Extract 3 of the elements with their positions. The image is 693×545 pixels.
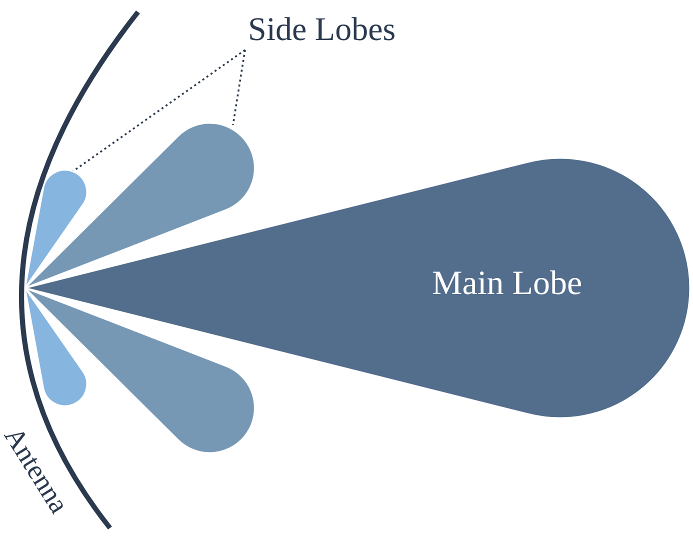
lobe-label: Main Lobe — [432, 265, 582, 303]
callout-label: Side Lobes — [248, 12, 396, 49]
leader-line — [232, 50, 246, 126]
